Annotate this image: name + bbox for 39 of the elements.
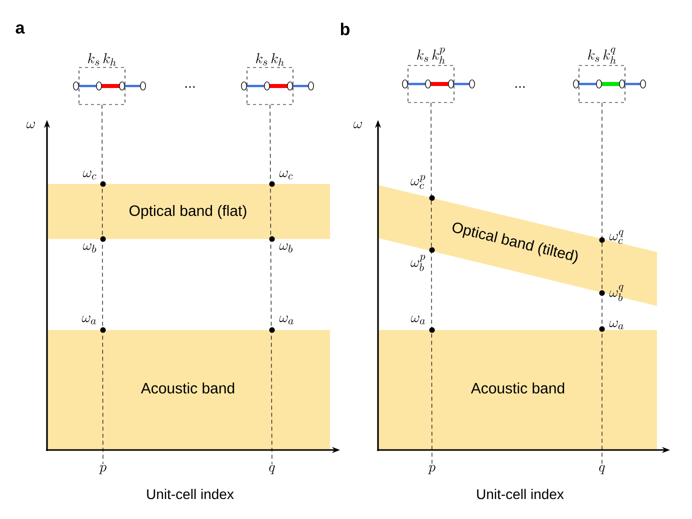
axis-title: Unit-cell index [477, 488, 564, 500]
band-label: Optical band (tilted) [452, 222, 578, 264]
math-label: $\omega$ [26, 122, 35, 128]
tick-label: $q$ [269, 465, 275, 474]
math-label: $\omega_a$ [609, 320, 624, 330]
guide-line [270, 104, 272, 464]
math-label: $\omega_a$ [410, 316, 425, 324]
band-label: Acoustic band [470, 382, 564, 394]
unit-cell-box: $k_s\, k_h^q$ [573, 48, 646, 103]
tick-label: $p$ [99, 465, 106, 474]
math-label: $\omega_b^p$ [410, 254, 426, 272]
tick-label: $p$ [428, 465, 436, 474]
band-label: Acoustic band [140, 382, 234, 394]
panel-letter: a [16, 24, 25, 34]
math-label: $\omega_b$ [279, 243, 293, 253]
node-label: $k_s\, k_h^q$ [588, 48, 616, 64]
guide-line [430, 102, 432, 464]
guide-line [102, 104, 104, 464]
math-label: $\omega_c^q$ [609, 230, 624, 244]
node-label: $k_s\, k_h$ [256, 53, 284, 66]
axis-title: ... [515, 86, 525, 88]
tick-label: $q$ [599, 465, 605, 474]
unit-cell-box: $k_s\, k_h$ [73, 53, 146, 105]
math-label: $\omega_a$ [279, 316, 294, 324]
unit-cell-box: $k_s\, k_h^p$ [402, 48, 475, 103]
axis-title: Unit-cell index [147, 488, 234, 500]
axis-title: ... [185, 86, 195, 88]
unit-cell-box: $k_s\, k_h$ [241, 53, 314, 105]
math-label: $\omega_a$ [82, 316, 96, 324]
math-label: $\omega_b^q$ [609, 284, 624, 302]
node-label: $k_s\, k_h$ [88, 53, 116, 66]
node-label: $k_s\, k_h^p$ [417, 48, 445, 64]
math-label: $\omega_c$ [82, 170, 96, 180]
math-label: $\omega_c$ [279, 170, 293, 180]
band-label: Optical band (flat) [130, 205, 246, 219]
math-label: $\omega$ [354, 122, 362, 128]
math-label: $\omega_b$ [83, 243, 96, 253]
panel-letter: b [340, 22, 350, 36]
math-label: $\omega_c^p$ [410, 175, 426, 189]
